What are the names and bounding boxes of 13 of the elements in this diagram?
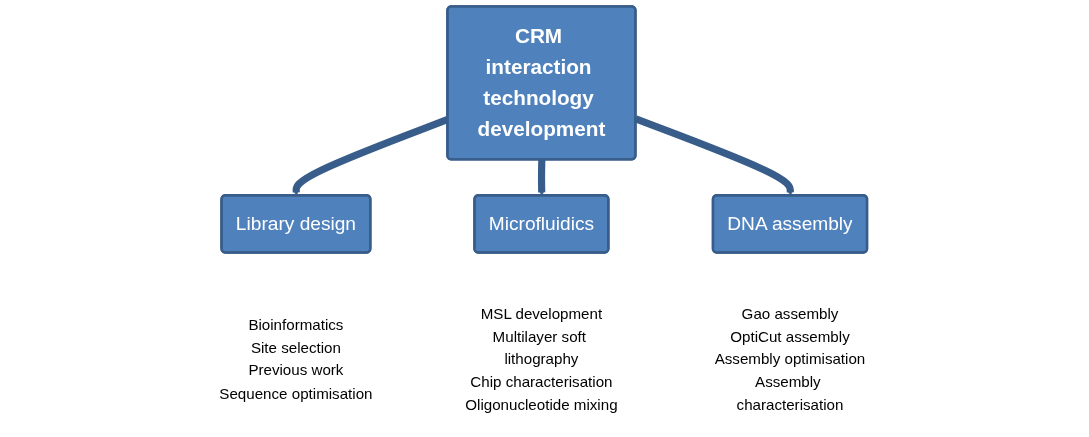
node-label: Assembly characterisation	[736, 373, 844, 413]
node-label: Previous work	[248, 361, 344, 379]
node-label: Assembly optimisation	[714, 350, 866, 368]
node-label: MSL development	[480, 305, 603, 322]
node-label: Gao assembly	[741, 305, 839, 322]
node-label: Oligonucleotide mixing	[465, 395, 618, 413]
arrow	[537, 159, 546, 196]
node-label: Multilayer soft lithography	[492, 327, 586, 368]
node-label: OptiCut assembly	[730, 327, 850, 345]
node-label: Chip characterisation	[470, 373, 613, 390]
node-label: Bioinformatics	[248, 316, 344, 334]
node-label: Site selection	[250, 339, 341, 356]
node-label: Sequence optimisation	[219, 384, 373, 402]
